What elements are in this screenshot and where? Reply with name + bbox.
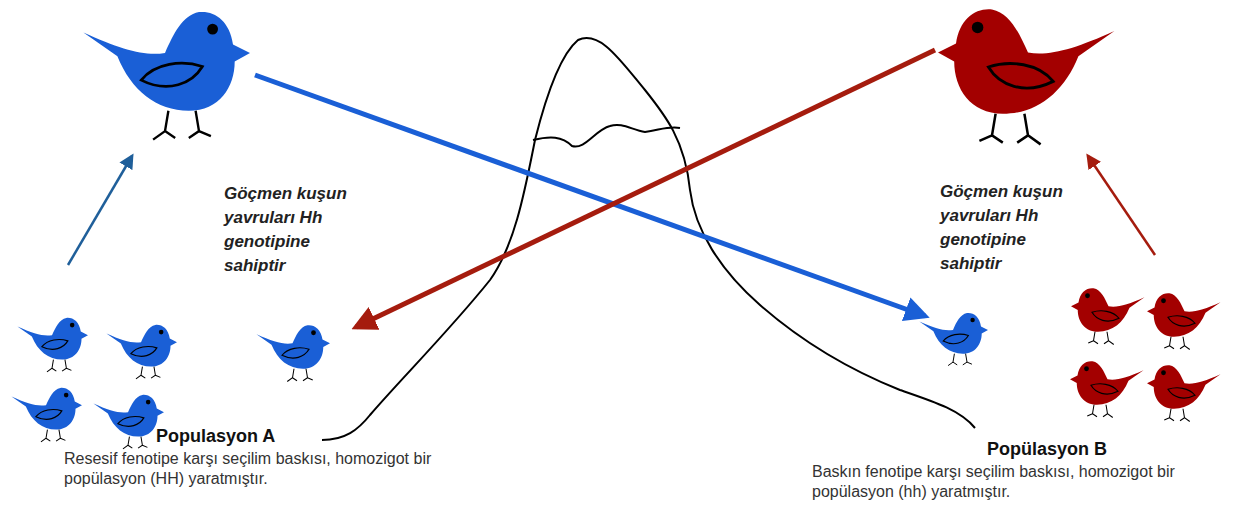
bird bbox=[1147, 365, 1221, 421]
bird bbox=[83, 12, 250, 140]
population-block: Populasyon AResesif fenotipe karşı seçil… bbox=[64, 425, 434, 489]
bird bbox=[919, 313, 988, 366]
bird bbox=[1071, 288, 1145, 344]
selection-arrow bbox=[1088, 156, 1155, 255]
bird bbox=[1070, 361, 1144, 417]
population-description: Baskın fenotipe karşı seçilim baskısı, h… bbox=[812, 462, 1212, 502]
mountain bbox=[322, 38, 975, 440]
population-block: Popülasyon BBaskın fenotipe karşı seçili… bbox=[812, 438, 1212, 502]
bird bbox=[106, 325, 177, 379]
bird bbox=[17, 318, 88, 372]
bird bbox=[11, 388, 82, 442]
population-name: Popülasyon B bbox=[987, 438, 1212, 460]
callout-note: Göçmen kuşun yavruları Hh genotipine sah… bbox=[224, 182, 354, 278]
snow-line bbox=[533, 125, 680, 147]
migration-arrow bbox=[255, 75, 925, 316]
bird bbox=[257, 325, 331, 381]
selection-arrow bbox=[68, 156, 132, 265]
migration-arrow bbox=[356, 50, 935, 327]
bird bbox=[93, 395, 164, 449]
bird bbox=[1147, 293, 1221, 349]
callout-note: Göçmen kuşun yavruları Hh genotipine sah… bbox=[940, 180, 1070, 276]
population-description: Resesif fenotipe karşı seçilim baskısı, … bbox=[64, 449, 434, 489]
bird bbox=[938, 9, 1114, 144]
population-name: Populasyon A bbox=[156, 425, 434, 447]
